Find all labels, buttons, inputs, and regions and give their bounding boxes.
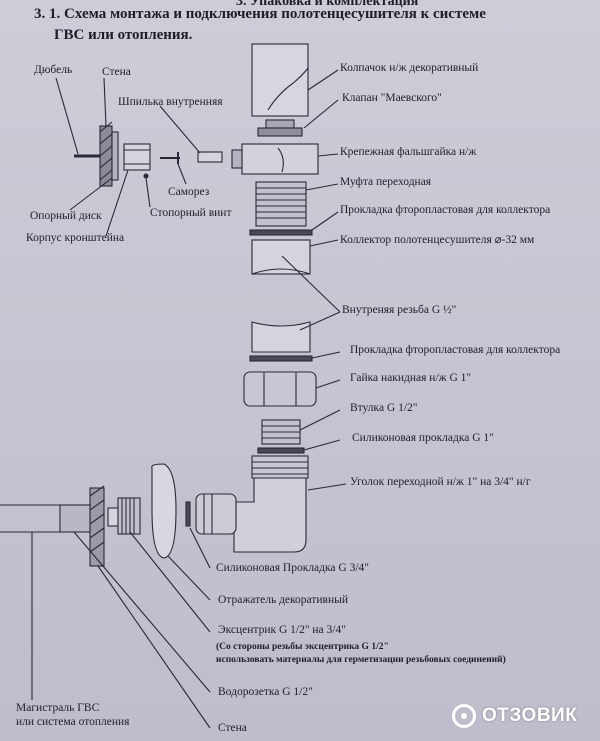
label-collector: Коллектор полотенцесушителя ⌀-32 мм xyxy=(340,234,535,246)
label-ptfe-gasket-bottom: Прокладка фторопластовая для коллектора xyxy=(350,344,561,356)
label-bushing: Втулка G 1/2" xyxy=(350,402,418,414)
label-main-line-1: Магистраль ГВС xyxy=(16,702,100,714)
label-adapter-coupling: Муфта переходная xyxy=(340,176,432,188)
label-mayevsky-valve: Клапан "Маевского" xyxy=(342,92,442,104)
eccentric-note-line2: использовать материалы для герметизации … xyxy=(216,655,506,665)
otzovik-logo-icon xyxy=(452,704,476,728)
label-dowel: Дюбель xyxy=(34,64,73,76)
label-water-socket: Водорозетка G 1/2" xyxy=(218,686,313,698)
label-bracket-body: Корпус кронштейна xyxy=(26,232,125,244)
label-wall: Стена xyxy=(102,66,131,78)
otzovik-watermark: ОТЗОВИК xyxy=(452,701,577,731)
bracket-assembly xyxy=(55,77,223,237)
wall-connection-assembly xyxy=(0,463,211,729)
eccentric-note-line1: (Со стороны резьбы эксцентрика G 1/2" xyxy=(216,642,389,652)
label-union-nut: Гайка накидная н/ж G 1" xyxy=(350,372,472,384)
diagram-title-line2: ГВС или отопления. xyxy=(54,27,193,43)
diagram-title-line1: 3. 1. Схема монтажа и подключения полоте… xyxy=(34,6,486,22)
label-fastening-false-nut: Крепежная фальшгайка н/ж xyxy=(340,146,477,158)
watermark-text: ОТЗОВИК xyxy=(482,705,578,726)
label-inner-stud: Шпилька внутренняя xyxy=(118,96,223,108)
label-silicone-gasket-1: Силиконовая прокладка G 1" xyxy=(352,432,494,444)
label-silicone-gasket-34: Силиконовая Прокладка G 3/4" xyxy=(216,562,369,574)
label-elbow-adapter: Уголок переходной н/ж 1" на 3/4" н/г xyxy=(350,476,531,488)
section-heading: 3. Упаковка и комплектация xyxy=(236,0,419,9)
label-inner-thread: Внутреняя резьба G ½" xyxy=(342,304,457,316)
label-support-disc: Опорный диск xyxy=(30,210,102,222)
label-eccentric: Эксцентрик G 1/2" на 3/4" xyxy=(218,624,346,636)
label-wall-bottom: Стена xyxy=(218,722,247,734)
label-ptfe-gasket-top: Прокладка фторопластовая для коллектора xyxy=(340,204,551,216)
label-main-line-2: или система отопления xyxy=(16,716,130,728)
label-decorative-cap: Колпачок н/ж декоративный xyxy=(340,62,479,74)
fittings-stack xyxy=(195,43,347,553)
label-decorative-reflector: Отражатель декоративный xyxy=(218,594,348,606)
label-set-screw: Стопорный винт xyxy=(150,207,232,219)
label-screw: Саморез xyxy=(168,186,210,198)
